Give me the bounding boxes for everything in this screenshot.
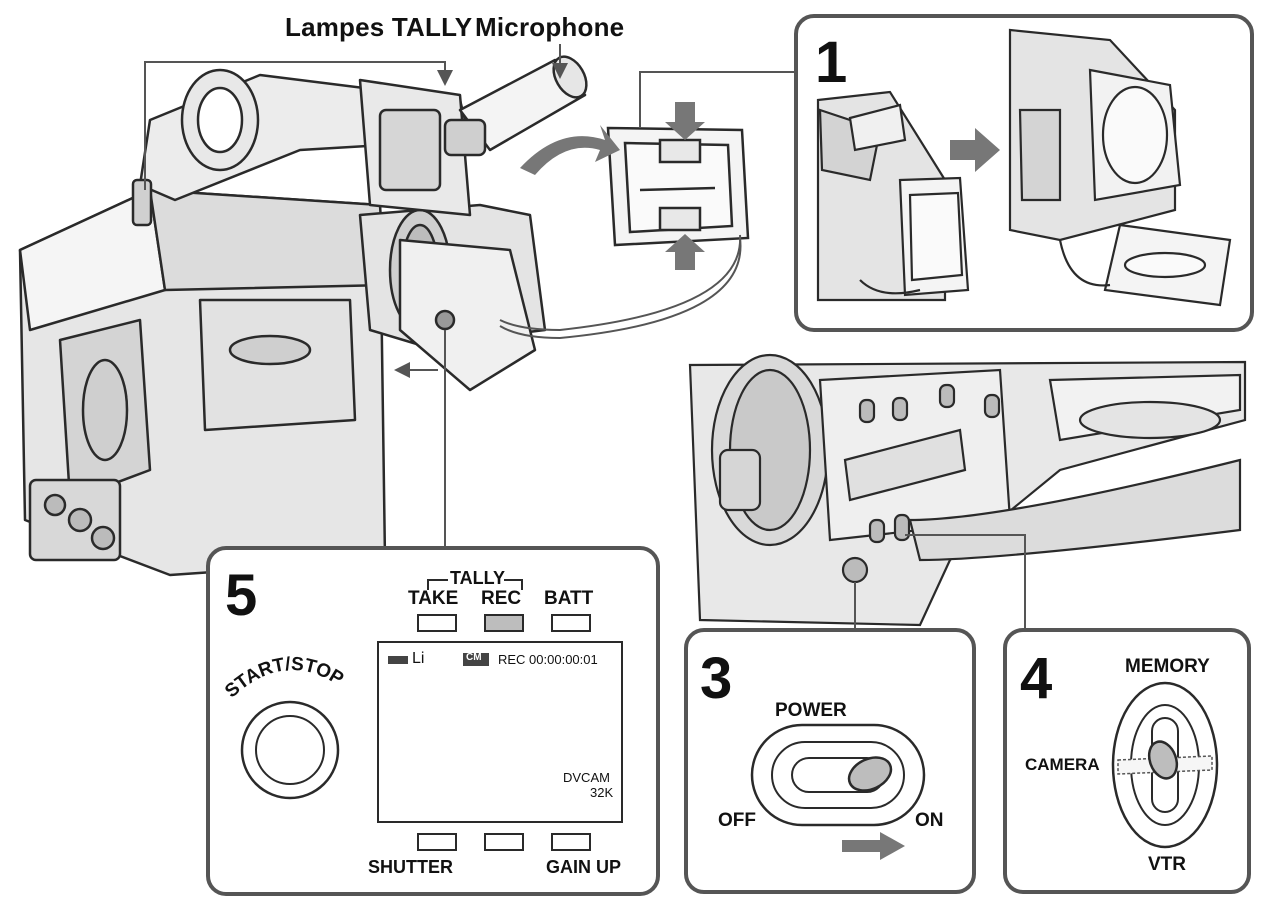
- lens-cap-arrows: [520, 102, 705, 270]
- rec-label: REC: [481, 588, 522, 609]
- take-indicator: [417, 614, 457, 632]
- step1-number: 1: [815, 30, 847, 95]
- mode-switch-knob[interactable]: [1144, 738, 1181, 783]
- lens-cap-illustration: [606, 126, 750, 247]
- tally-label: TALLY: [450, 568, 506, 588]
- lcd-rec-time: REC 00:00:00:01: [498, 652, 598, 667]
- lcd-battery-text: Li: [412, 650, 425, 667]
- leader-cap-to-step1: [639, 71, 800, 128]
- batt-indicator: [551, 614, 591, 632]
- mode-switch[interactable]: [1111, 681, 1219, 849]
- off-label: OFF: [718, 810, 756, 831]
- memory-label: MEMORY: [1125, 656, 1210, 677]
- batt-label: BATT: [544, 588, 594, 609]
- tally-lamps-label: Lampes TALLY: [285, 12, 473, 42]
- gain-up-indicator: [551, 833, 591, 851]
- lcd-format: DVCAM: [563, 770, 610, 785]
- start-stop-button[interactable]: [240, 700, 340, 800]
- shutter-label: SHUTTER: [368, 857, 453, 877]
- rec-indicator: [484, 614, 524, 632]
- power-switch[interactable]: [750, 723, 926, 827]
- step1-illustration: [816, 28, 1232, 307]
- vtr-label: VTR: [1148, 854, 1186, 875]
- lcd-screen: [377, 641, 623, 823]
- lcd-audio: 32K: [590, 785, 614, 800]
- power-switch-knob[interactable]: [844, 751, 897, 797]
- step3-number: 3: [700, 646, 732, 711]
- step4-number: 4: [1020, 646, 1052, 711]
- shutter-indicator: [417, 833, 457, 851]
- power-arrow: [842, 832, 905, 860]
- cassette-memory-icon: [463, 653, 489, 666]
- tally-bracket: [427, 579, 448, 590]
- camcorder-illustration: [18, 55, 588, 577]
- power-label: POWER: [775, 700, 847, 721]
- camera-label: CAMERA: [1025, 755, 1100, 774]
- gain-up-label: GAIN UP: [546, 857, 622, 877]
- label-leader-lines: [144, 44, 568, 190]
- lcd-cm-text: CM: [466, 652, 482, 663]
- microphone-label: Microphone: [475, 12, 625, 42]
- lens-cap-strap: [499, 234, 742, 332]
- take-label: TAKE: [408, 588, 459, 609]
- leader-closeup-to-step4: [905, 534, 1026, 630]
- on-label: ON: [915, 810, 944, 831]
- middle-indicator: [484, 833, 524, 851]
- battery-icon: [388, 656, 408, 664]
- camera-side-closeup: [688, 353, 1247, 627]
- step5-number: 5: [225, 563, 257, 628]
